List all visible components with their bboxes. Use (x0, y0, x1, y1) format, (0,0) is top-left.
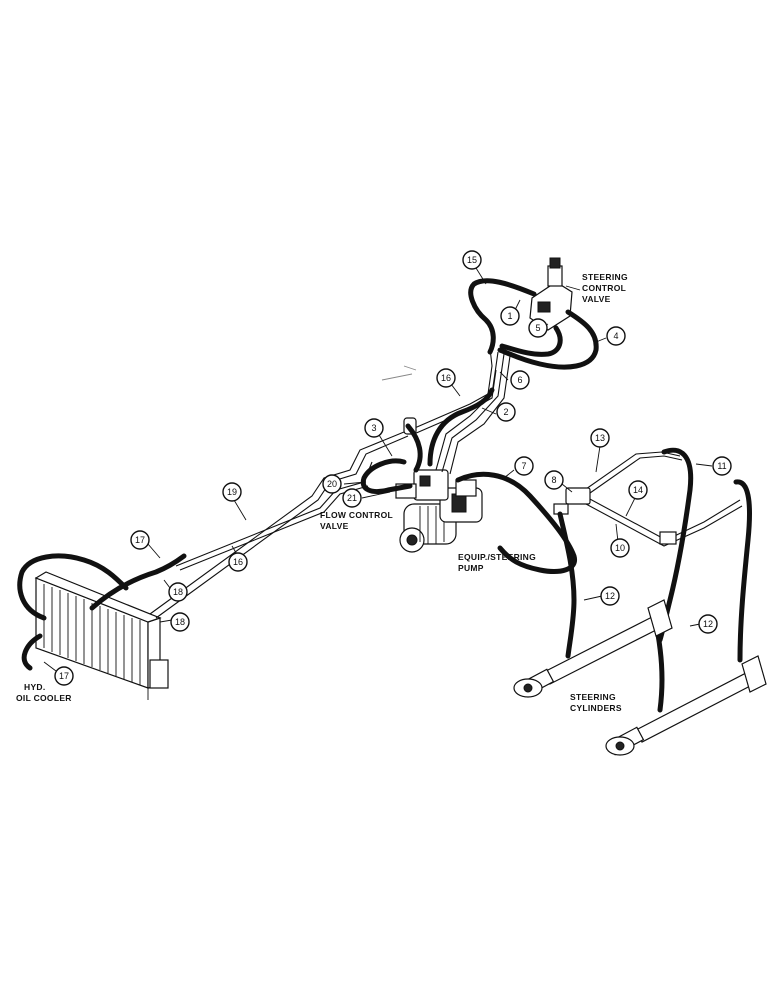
callout-number: 21 (347, 493, 357, 503)
hose-11-right (733, 479, 752, 663)
callout-number: 16 (441, 373, 451, 383)
callout-number: 7 (521, 461, 526, 471)
hose-12-left (557, 511, 577, 659)
callout-17-lower: 17 (54, 666, 74, 686)
steering-cylinder-upper (513, 599, 673, 698)
callout-5: 5 (528, 318, 548, 338)
callout-number: 17 (135, 535, 145, 545)
hose-3 (405, 423, 423, 473)
callout-18-lower: 18 (170, 612, 190, 632)
callout-16-upper: 16 (436, 368, 456, 388)
callout-11: 11 (712, 456, 732, 476)
callout-10: 10 (610, 538, 630, 558)
svg-text:EQUIP./STEERING: EQUIP./STEERING (458, 552, 536, 562)
callout-number: 20 (327, 479, 337, 489)
svg-text:FLOW CONTROL: FLOW CONTROL (320, 510, 393, 520)
callout-number: 12 (703, 619, 713, 629)
callout-18-upper: 18 (168, 582, 188, 602)
svg-text:VALVE: VALVE (582, 294, 611, 304)
callout-number: 17 (59, 671, 69, 681)
callout-15: 15 (462, 250, 482, 270)
callout-number: 11 (717, 461, 726, 471)
callout-number: 4 (613, 331, 618, 341)
callout-17-upper: 17 (130, 530, 150, 550)
label-hyd-oil-cooler: HYD. OIL COOLER (16, 682, 72, 703)
svg-text:VALVE: VALVE (320, 521, 349, 531)
svg-text:PUMP: PUMP (458, 563, 484, 573)
svg-text:CYLINDERS: CYLINDERS (570, 703, 622, 713)
label-equip-steering-pump: EQUIP./STEERING PUMP (458, 552, 536, 573)
callout-1: 1 (500, 306, 520, 326)
callout-number: 16 (233, 557, 243, 567)
steering-control-valve (529, 257, 573, 331)
callout-12-right: 12 (698, 614, 718, 634)
svg-text:STEERING: STEERING (582, 272, 628, 282)
hose-2 (427, 387, 495, 467)
svg-text:STEERING: STEERING (570, 692, 616, 702)
callout-number: 15 (467, 255, 477, 265)
hose-4 (497, 309, 599, 370)
svg-text:OIL COOLER: OIL COOLER (16, 693, 72, 703)
cooler-hose-17-upper (89, 553, 187, 611)
steering-cylinder-lower (605, 655, 767, 756)
callout-13: 13 (590, 428, 610, 448)
callout-4: 4 (606, 326, 626, 346)
callout-number: 13 (595, 433, 605, 443)
callout-number: 10 (615, 543, 625, 553)
callout-number: 6 (517, 375, 522, 385)
callout-number: 19 (227, 487, 237, 497)
tube-6 (435, 351, 499, 471)
callout-14: 14 (628, 480, 648, 500)
callout-number: 18 (173, 587, 183, 597)
tube-19 (149, 431, 405, 615)
callout-20: 20 (322, 474, 342, 494)
callout-number: 1 (507, 311, 512, 321)
cooler-hose-17-lower (21, 633, 43, 671)
callout-2: 2 (496, 402, 516, 422)
callout-number: 3 (371, 423, 376, 433)
callout-21: 21 (342, 488, 362, 508)
label-steering-control-valve: STEERING CONTROL VALVE (582, 272, 628, 304)
callout-3: 3 (364, 418, 384, 438)
tube-13 (575, 451, 681, 497)
hose-15 (468, 278, 537, 355)
callout-6: 6 (510, 370, 530, 390)
callout-number: 18 (175, 617, 185, 627)
equipment-steering-pump (399, 479, 483, 553)
svg-text:HYD.: HYD. (24, 682, 46, 692)
callout-16-lower: 16 (228, 552, 248, 572)
hydraulic-oil-cooler (34, 571, 169, 700)
hose-20 (360, 458, 413, 494)
cooler-hose-17-outer (17, 553, 129, 621)
callout-number: 14 (633, 485, 643, 495)
callout-19: 19 (222, 482, 242, 502)
label-steering-cylinders: STEERING CYLINDERS (570, 692, 622, 713)
callout-number: 2 (503, 407, 508, 417)
callout-number: 5 (535, 323, 540, 333)
callout-number: 12 (605, 591, 615, 601)
callout-7: 7 (514, 456, 534, 476)
hose-7 (455, 471, 577, 574)
svg-text:CONTROL: CONTROL (582, 283, 626, 293)
callout-8: 8 (544, 470, 564, 490)
hose-5 (499, 325, 563, 357)
callout-number: 8 (551, 475, 556, 485)
callout-12-left: 12 (600, 586, 620, 606)
label-flow-control-valve: FLOW CONTROL VALVE (320, 510, 393, 531)
